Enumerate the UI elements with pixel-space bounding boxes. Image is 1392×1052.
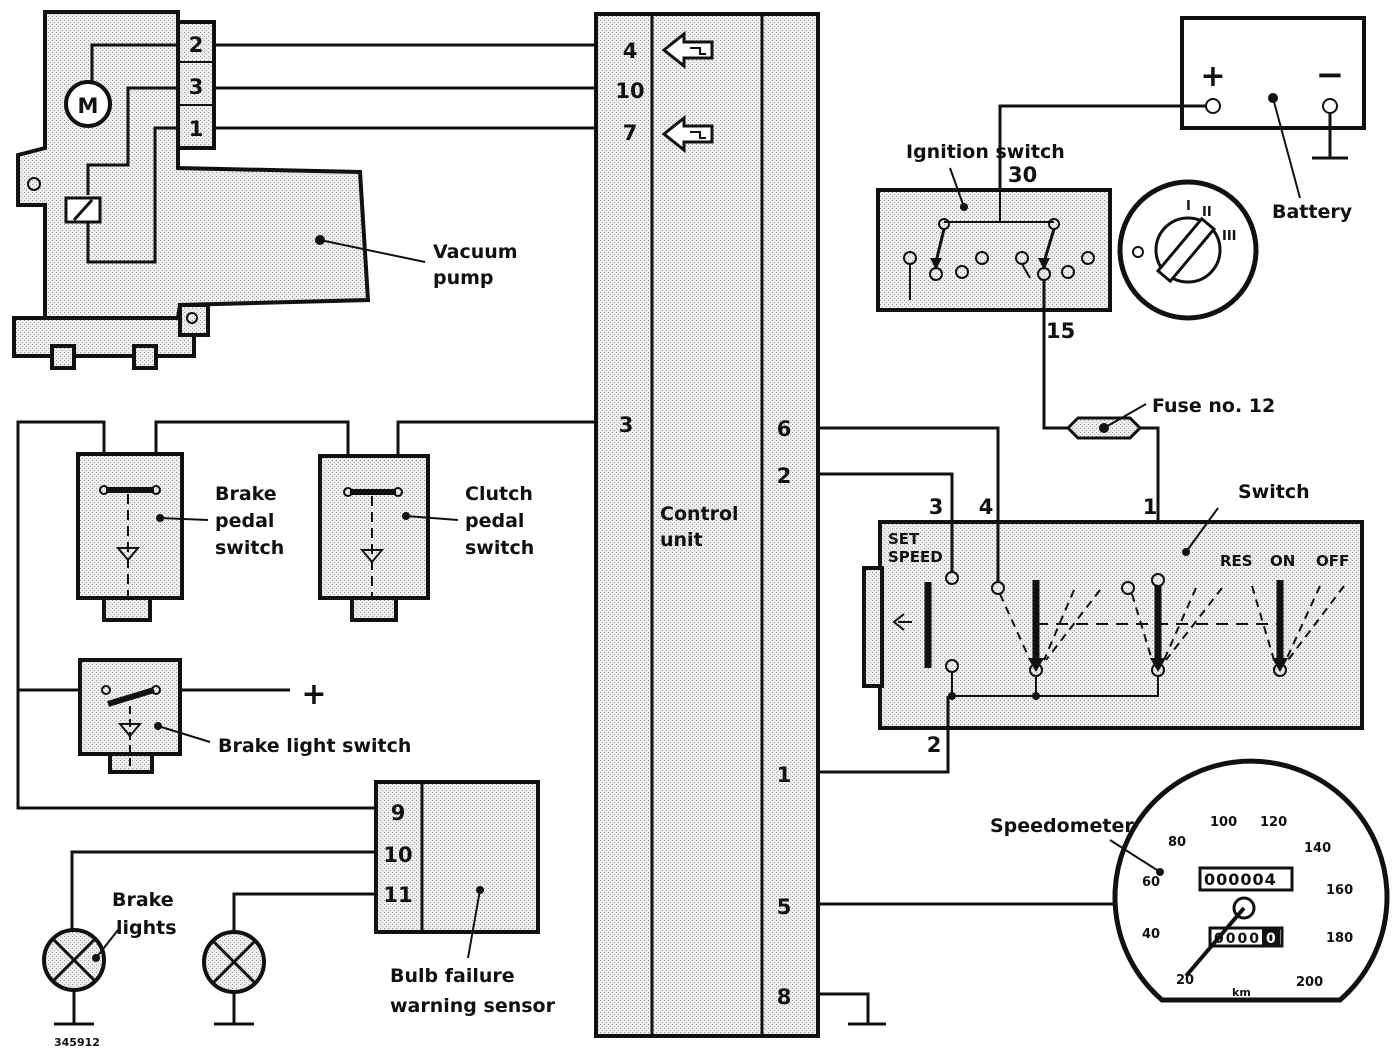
key-mark-1: I: [1186, 199, 1191, 214]
ignition-switch: Ignition switch 30 15 I II III: [876, 141, 1259, 430]
pump-pin-3: 3: [189, 75, 204, 99]
sensor-pin-10: 10: [383, 843, 412, 867]
vacuum-pump-label-1: Vacuum: [433, 241, 518, 263]
scale-200: 200: [1296, 975, 1323, 990]
fuse: Fuse no. 12: [1065, 395, 1275, 578]
brake-pedal-switch: Brake pedal switch: [76, 452, 284, 622]
sensor-label-2: warning sensor: [390, 995, 556, 1017]
scale-120: 120: [1260, 815, 1287, 830]
scale-160: 160: [1326, 883, 1353, 898]
motor-letter: M: [78, 94, 99, 118]
trip-value: 0000: [1214, 931, 1261, 947]
set-label-2: SPEED: [888, 548, 943, 566]
brake-light-switch-label: Brake light switch: [218, 735, 411, 757]
cu-pin-6: 6: [777, 417, 792, 441]
brake-lamp-left-icon: [42, 928, 106, 1026]
pump-pin-1: 1: [189, 117, 204, 141]
arrow-left-icon: [661, 114, 714, 154]
brake-lights-label-1: Brake: [112, 889, 174, 911]
motor-icon: [64, 80, 112, 128]
cu-pin-4: 4: [623, 39, 638, 63]
vacuum-pump: M 2 3 1 Vacuum pump: [12, 10, 518, 370]
clutch-pedal-label-2: pedal: [465, 510, 524, 532]
brake-pedal-label-3: switch: [215, 537, 284, 559]
cu-pin-2: 2: [777, 464, 792, 488]
trip-last-digit: 0: [1266, 931, 1276, 947]
control-unit-label-1: Control: [660, 503, 739, 525]
switch-terminal-4: 4: [979, 495, 994, 519]
brake-pedal-label-2: pedal: [215, 510, 274, 532]
pump-pin-2: 2: [189, 33, 204, 57]
scale-140: 140: [1304, 841, 1331, 856]
scale-20: 20: [1176, 973, 1194, 988]
switch-terminal-2: 2: [927, 733, 942, 757]
control-unit-right-wires: [818, 426, 1126, 1026]
on-label: ON: [1270, 552, 1295, 570]
battery: + − Battery: [998, 16, 1366, 223]
switch-label: Switch: [1238, 481, 1310, 503]
switch-terminal-1: 1: [1143, 495, 1158, 519]
cu-pin-10: 10: [615, 79, 644, 103]
off-label: OFF: [1316, 552, 1349, 570]
brake-lights: Brake lights: [42, 850, 376, 1026]
control-unit-label-2: unit: [660, 529, 703, 551]
clutch-pedal-label-1: Clutch: [465, 483, 533, 505]
sensor-label-1: Bulb failure: [390, 965, 515, 987]
ignition-label: Ignition switch: [906, 141, 1065, 163]
speed-unit: km: [1232, 986, 1251, 999]
brake-pedal-label-1: Brake: [215, 483, 277, 505]
control-unit: 4 10 7 3 6 2 1 5 8 Control unit: [594, 12, 820, 1038]
scale-100: 100: [1210, 815, 1237, 830]
terminal-30: 30: [1008, 163, 1037, 187]
battery-minus: −: [1316, 55, 1345, 95]
bulb-failure-sensor: 9 10 11 Bulb failure warning sensor: [374, 780, 556, 1017]
cruise-switch: Switch SET SPEED RES ON OFF 3 4 1 2: [862, 481, 1364, 757]
set-label-1: SET: [888, 530, 920, 548]
sensor-pin-11: 11: [383, 883, 412, 907]
battery-label: Battery: [1272, 201, 1353, 223]
left-bus-wires: [16, 420, 596, 810]
vacuum-pump-label-2: pump: [433, 267, 494, 289]
scale-80: 80: [1168, 835, 1186, 850]
key-mark-3: III: [1222, 229, 1237, 244]
scale-180: 180: [1326, 931, 1353, 946]
speedometer-label: Speedometer: [990, 815, 1134, 837]
clutch-pedal-label-3: switch: [465, 537, 534, 559]
cu-pin-1: 1: [777, 763, 792, 787]
pump-wires: [214, 43, 596, 130]
figure-id: 345912: [54, 1036, 100, 1049]
cu-pin-8: 8: [777, 985, 792, 1009]
arrow-left-icon: [661, 30, 714, 70]
scale-60: 60: [1142, 875, 1160, 890]
speedometer: Speedometer 20 40 60 80 100 120 140 160 …: [990, 758, 1390, 1003]
brake-light-switch: + Brake light switch: [78, 658, 411, 774]
fuse-label: Fuse no. 12: [1152, 395, 1275, 417]
brake-lamp-right-icon: [202, 930, 266, 1026]
clutch-pedal-switch: Clutch pedal switch: [318, 454, 534, 622]
brake-lights-label-2: lights: [116, 917, 177, 939]
cu-pin-3: 3: [619, 413, 634, 437]
res-label: RES: [1220, 552, 1253, 570]
cu-pin-7: 7: [623, 121, 638, 145]
brake-light-plus: +: [301, 677, 326, 712]
sensor-pin-9: 9: [391, 801, 406, 825]
odometer-value: 000004: [1204, 870, 1277, 889]
cu-pin-5: 5: [777, 895, 792, 919]
scale-40: 40: [1142, 927, 1160, 942]
battery-plus: +: [1200, 59, 1225, 94]
terminal-15: 15: [1046, 319, 1075, 343]
switch-terminal-3: 3: [929, 495, 944, 519]
key-mark-2: II: [1202, 205, 1212, 220]
